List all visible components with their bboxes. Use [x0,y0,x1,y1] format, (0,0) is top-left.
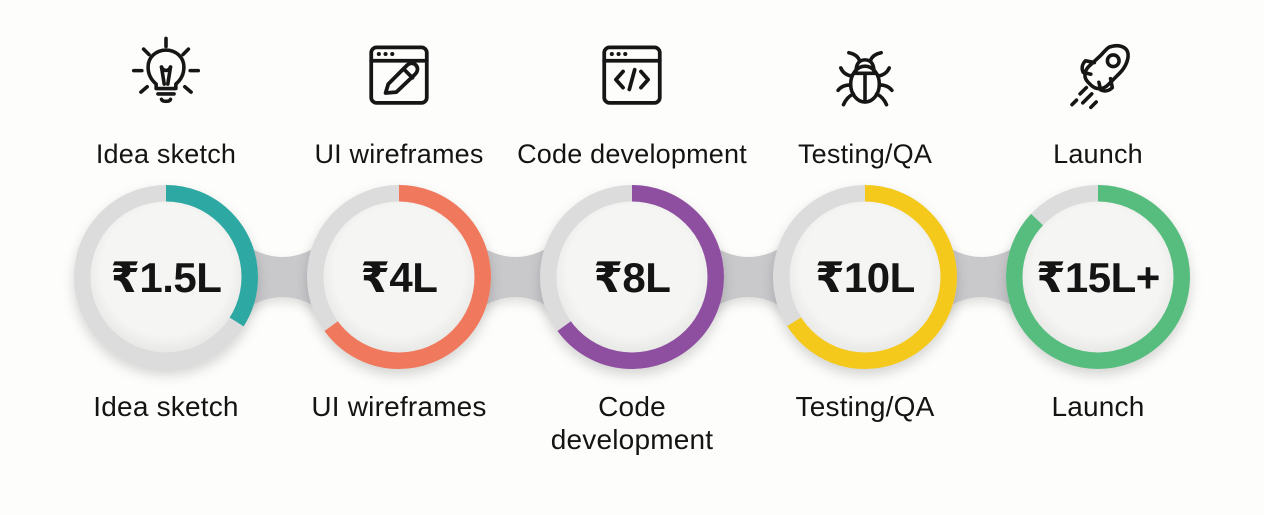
stage-ring [1006,185,1190,369]
stage-value: ₹8L [593,253,671,301]
stage-ring-wrap: ₹1.5L [71,182,261,372]
lightbulb-icon [123,26,209,126]
stage-testing-qa: Testing/QA ₹10L Testing/QA [749,0,982,456]
stage-ring-wrap: ₹10L [770,182,960,372]
browser-pencil-icon [356,26,442,126]
stage-ring [540,185,724,369]
stage-top-label: UI wireframes [314,138,484,169]
stage-launch: Launch ₹15L+ Launch [982,0,1215,456]
stage-bottom-label: Launch [1051,391,1145,422]
connector-shape [935,238,1028,316]
stage-bottom-label: Code development [550,391,714,456]
stage-code-development: Code development ₹8L Code development [516,0,749,456]
stage-value: ₹1.5L [110,253,222,301]
stage-value: ₹10L [815,253,915,301]
stage-ring [307,185,491,369]
stage-ring [74,185,258,369]
stage-ui-wireframes: UI wireframes ₹4L UI wireframes [283,0,516,456]
stage-top-label: Launch [1053,138,1143,169]
connector-shape [702,238,795,316]
stage-bottom-label: Testing/QA [795,391,935,422]
stage-bottom-label: Idea sketch [93,391,239,422]
rocket-icon [1055,26,1141,126]
stage-ring-wrap: ₹4L [304,182,494,372]
stage-ring-wrap: ₹8L [537,182,727,372]
connector-shape [469,238,562,316]
stage-ring-wrap: ₹15L+ [1003,182,1193,372]
stage-bottom-label: UI wireframes [311,391,487,422]
bug-icon [822,26,908,126]
stage-ring [773,185,957,369]
connector-shape [236,238,329,316]
connector [702,238,795,316]
stage-top-label: Testing/QA [797,138,933,169]
stage-idea-sketch: Idea sketch ₹1.5L Idea sketch [50,0,283,456]
connector [236,238,329,316]
stage-value: ₹15L+ [1036,253,1160,301]
stage-top-label: Idea sketch [95,138,237,169]
stage-top-label: Code development [517,138,747,169]
stage-value: ₹4L [360,253,438,301]
connector [935,238,1028,316]
browser-code-icon [589,26,675,126]
connector [469,238,562,316]
